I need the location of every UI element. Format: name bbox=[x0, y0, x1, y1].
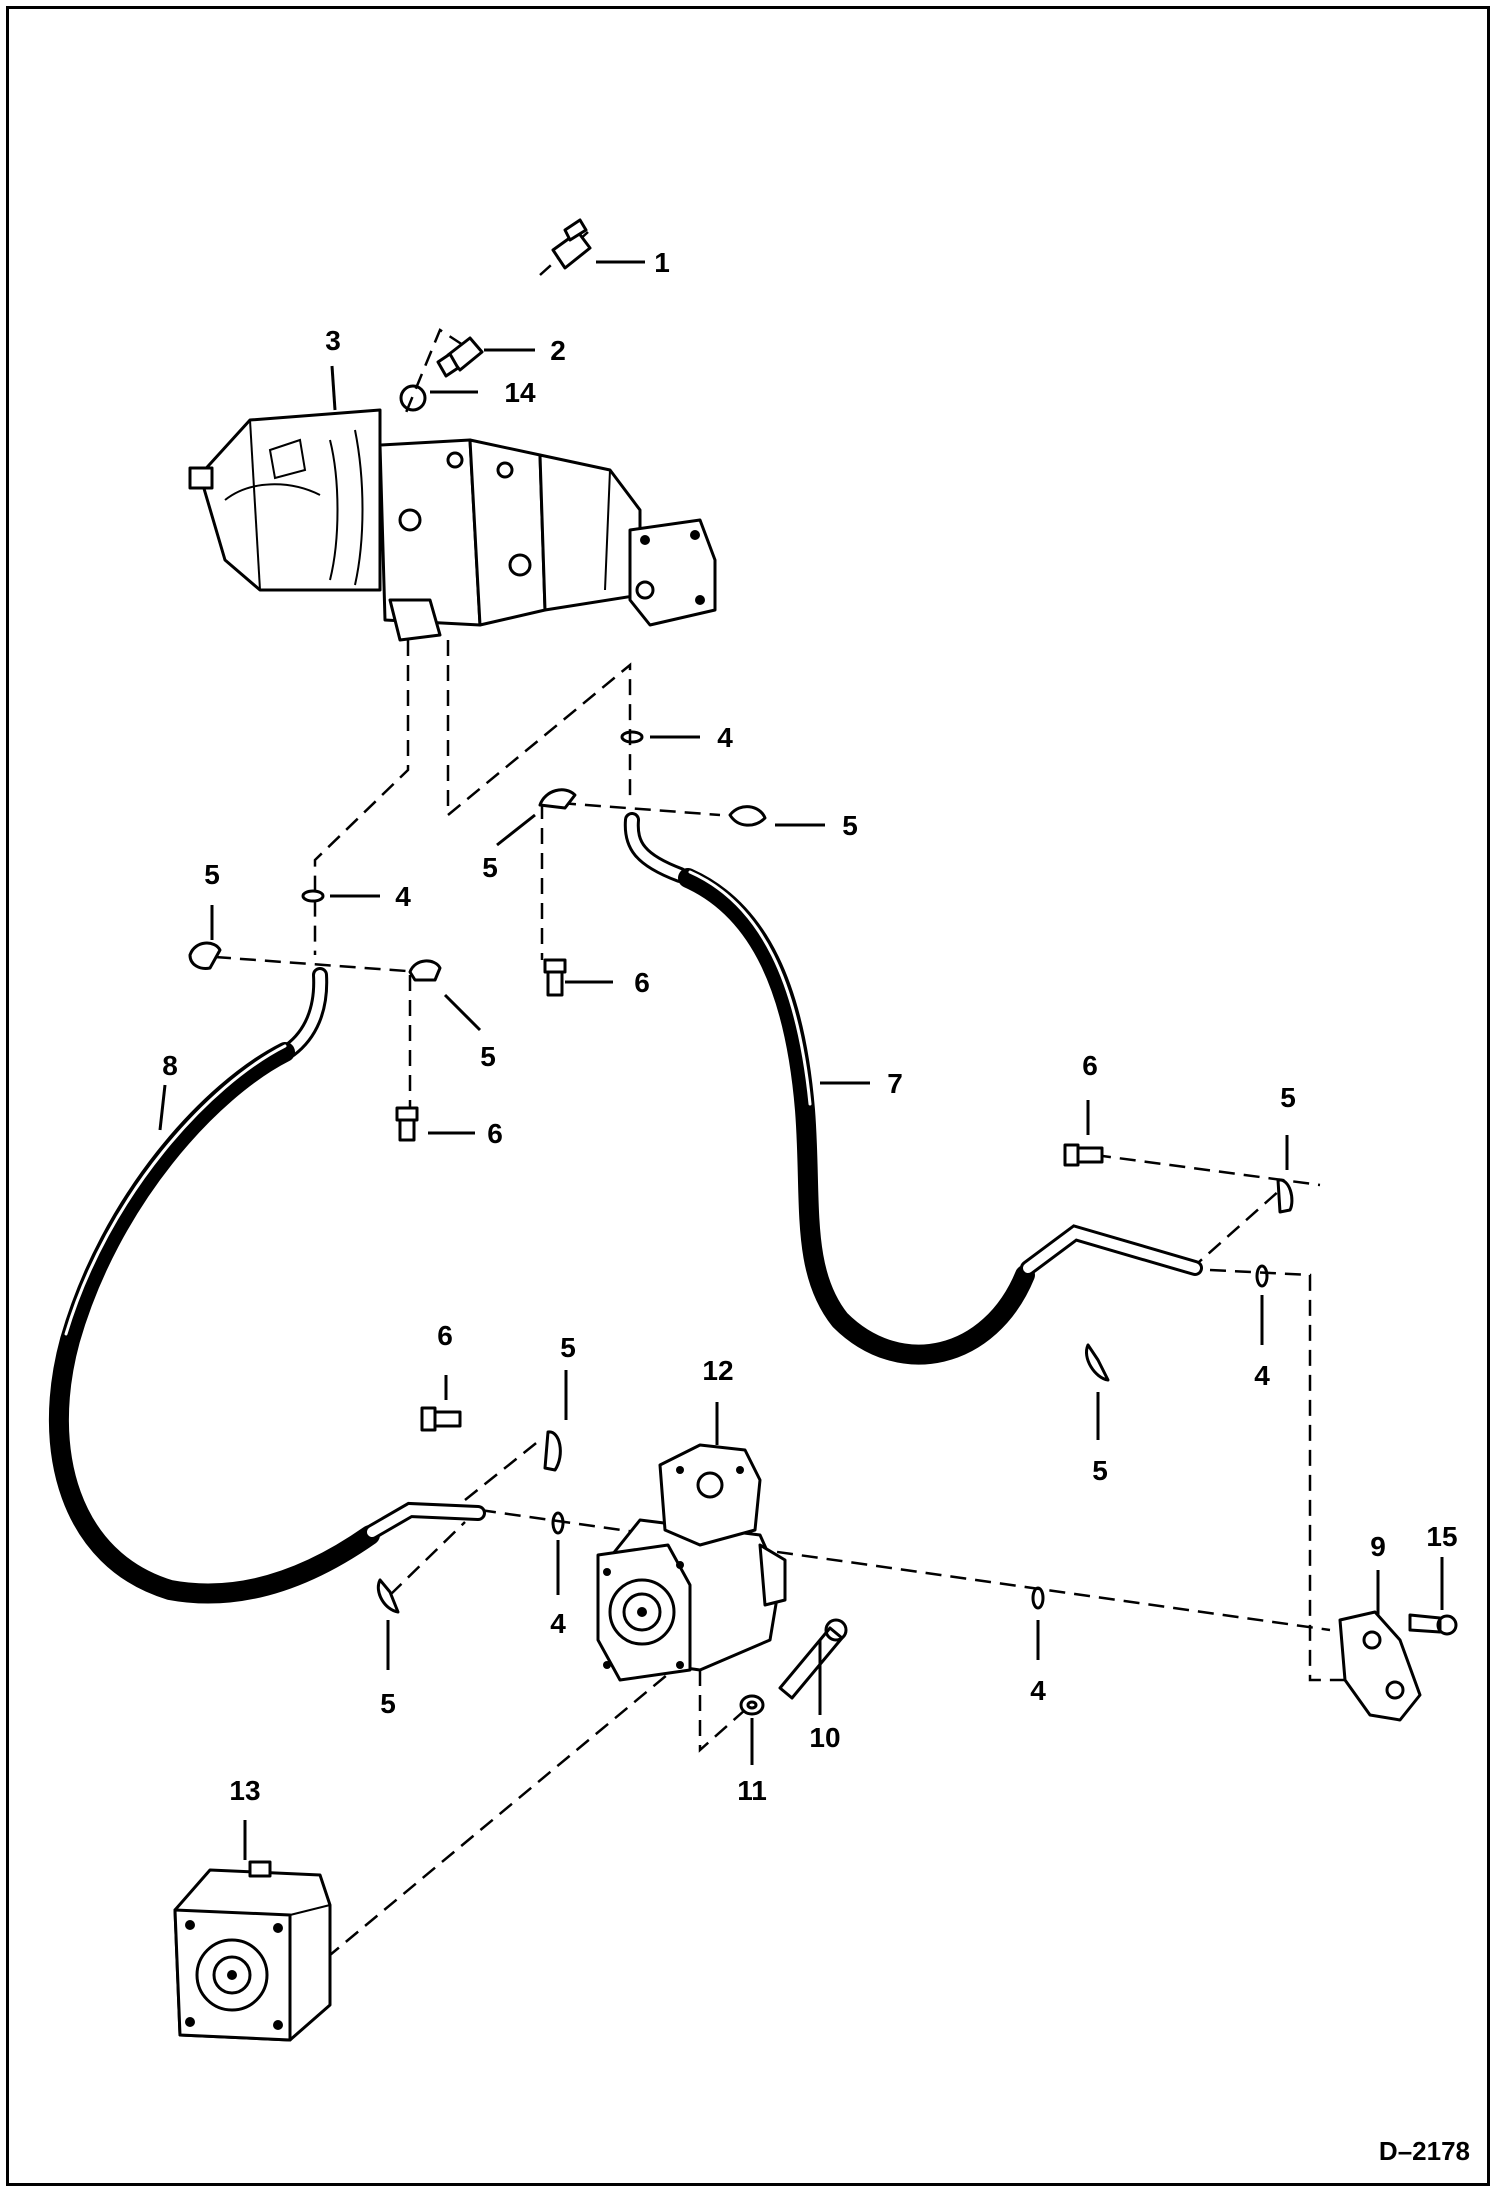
callout-5: 5 bbox=[560, 1332, 576, 1363]
callout-5: 5 bbox=[204, 859, 220, 890]
callout-1: 1 bbox=[654, 247, 670, 278]
callout-6: 6 bbox=[487, 1118, 503, 1149]
hose-8 bbox=[48, 967, 486, 1604]
o-ring bbox=[620, 730, 644, 744]
assembly-lines bbox=[214, 231, 1360, 1956]
callout-14: 14 bbox=[504, 377, 536, 408]
drive-motor bbox=[596, 1443, 787, 1682]
callout-3: 3 bbox=[325, 325, 341, 356]
diagram-frame bbox=[6, 6, 1490, 2186]
drawing-code: D–2178 bbox=[1379, 2136, 1470, 2166]
charge-pump bbox=[173, 1860, 332, 2042]
callout-8: 8 bbox=[162, 1050, 178, 1081]
flange-half bbox=[188, 788, 1294, 1614]
callout-6: 6 bbox=[1082, 1050, 1098, 1081]
o-ring bbox=[551, 1511, 565, 1535]
callout-4: 4 bbox=[1254, 1360, 1270, 1391]
callout-5: 5 bbox=[1092, 1455, 1108, 1486]
callout-4: 4 bbox=[395, 881, 411, 912]
callout-4: 4 bbox=[1030, 1675, 1046, 1706]
callout-6: 6 bbox=[437, 1320, 453, 1351]
callout-4: 4 bbox=[550, 1608, 566, 1639]
callout-15: 15 bbox=[1426, 1521, 1457, 1552]
callout-10: 10 bbox=[809, 1722, 840, 1753]
o-ring-14 bbox=[399, 384, 427, 412]
callout-5: 5 bbox=[482, 852, 498, 883]
pressure-switch bbox=[551, 218, 592, 270]
callout-4: 4 bbox=[717, 722, 733, 753]
adapter-fitting bbox=[436, 336, 484, 378]
bolt bbox=[395, 958, 1104, 1432]
callout-5: 5 bbox=[842, 810, 858, 841]
bolt-10 bbox=[778, 1618, 848, 1700]
washer-11 bbox=[739, 1694, 765, 1716]
callout-5: 5 bbox=[380, 1688, 396, 1719]
o-ring bbox=[1031, 1586, 1045, 1610]
leader-lines bbox=[158, 260, 1444, 1860]
callout-5: 5 bbox=[480, 1041, 496, 1072]
bolt-15 bbox=[1408, 1613, 1458, 1636]
callout-6: 6 bbox=[634, 967, 650, 998]
callout-13: 13 bbox=[229, 1775, 260, 1806]
callout-9: 9 bbox=[1370, 1531, 1386, 1562]
o-ring bbox=[1255, 1264, 1269, 1288]
pump-assembly bbox=[188, 408, 717, 642]
callout-5: 5 bbox=[1280, 1082, 1296, 1113]
callout-2: 2 bbox=[550, 335, 566, 366]
callout-12: 12 bbox=[702, 1355, 733, 1386]
callouts: 1 2 3 14 4 5 5 4 5 6 5 6 7 8 6 5 4 5 6 5… bbox=[162, 247, 1457, 1806]
callout-11: 11 bbox=[737, 1775, 767, 1806]
hose-7 bbox=[623, 812, 1203, 1365]
valve-block bbox=[1338, 1610, 1422, 1722]
o-ring bbox=[301, 889, 325, 903]
callout-7: 7 bbox=[887, 1068, 903, 1099]
